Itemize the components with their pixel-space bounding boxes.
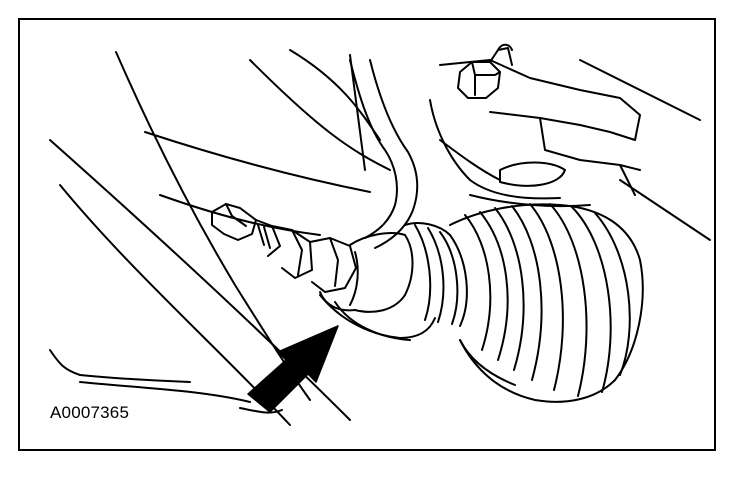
figure-id-label: A0007365 xyxy=(50,403,130,422)
outer-boot xyxy=(449,203,644,403)
upper-bracket xyxy=(429,59,641,208)
hex-fitting xyxy=(211,203,357,293)
tie-rod xyxy=(349,59,419,249)
cv-joint-boot-illustration xyxy=(49,43,711,426)
inner-boot xyxy=(319,222,468,341)
arrow-icon xyxy=(247,325,339,413)
chassis-lines xyxy=(49,49,711,426)
knuckle-housing xyxy=(319,232,414,313)
figure-frame: A0007365 xyxy=(18,18,716,451)
bolt-nut xyxy=(457,43,513,99)
